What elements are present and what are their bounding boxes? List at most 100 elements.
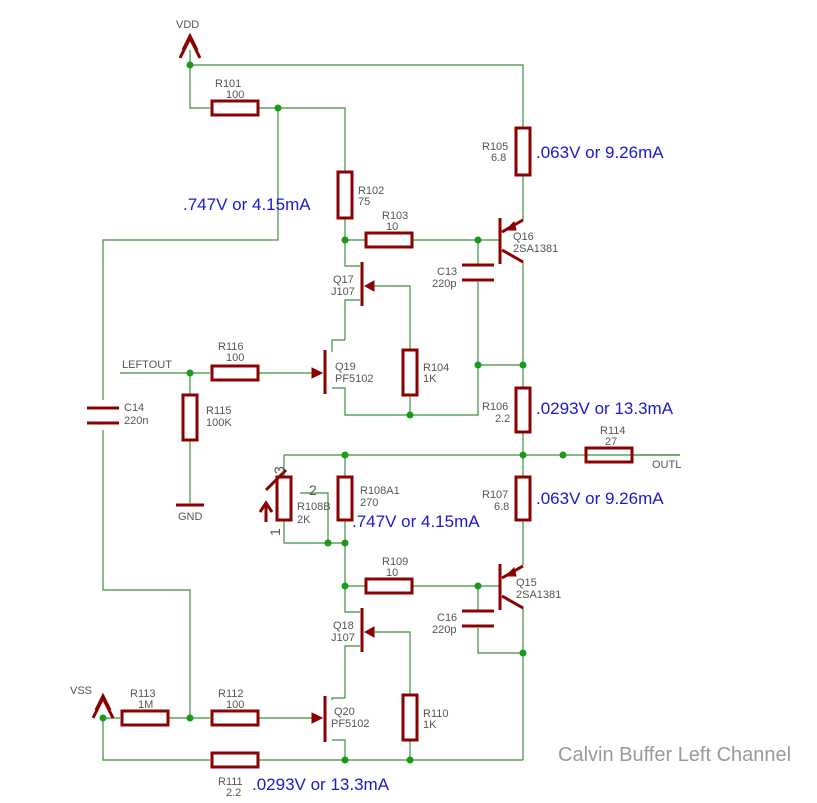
svg-text:220n: 220n — [124, 415, 148, 427]
svg-text:6.8: 6.8 — [491, 152, 506, 164]
transistor-q20: Q20 PF5102 — [311, 696, 370, 742]
svg-text:220p: 220p — [432, 278, 456, 290]
svg-text:PF5102: PF5102 — [335, 373, 374, 385]
svg-text:R114: R114 — [600, 425, 625, 437]
resistor-r112: R112 100 — [210, 688, 260, 727]
resistor-r106: R106 2.2 — [482, 386, 532, 434]
svg-text:100: 100 — [226, 352, 244, 364]
svg-text:R108B: R108B — [297, 501, 331, 513]
svg-text:1M: 1M — [138, 699, 153, 711]
svg-text:C16: C16 — [437, 612, 457, 624]
resistor-r110: R110 1K — [401, 693, 448, 742]
svg-text:Q20: Q20 — [334, 706, 355, 718]
svg-text:2K: 2K — [297, 514, 311, 526]
gnd-symbol: GND — [176, 503, 204, 523]
svg-text:R103: R103 — [382, 210, 408, 222]
svg-text:R107: R107 — [482, 489, 508, 501]
svg-text:2SA1381: 2SA1381 — [513, 243, 558, 255]
svg-text:R116: R116 — [218, 341, 243, 353]
resistor-r113: R113 1M — [120, 688, 170, 727]
junction-dots — [99, 61, 567, 764]
resistor-r108a1: R108A1 270 — [336, 475, 400, 522]
svg-text:10: 10 — [386, 567, 398, 579]
resistor-r104: R104 1K — [401, 348, 449, 397]
svg-text:J107: J107 — [331, 286, 355, 298]
svg-text:J107: J107 — [331, 632, 355, 644]
svg-text:100K: 100K — [206, 417, 232, 429]
svg-text:Q17: Q17 — [333, 274, 354, 286]
svg-text:C14: C14 — [124, 402, 144, 414]
svg-text:R102: R102 — [358, 185, 384, 197]
capacitor-c16: C16 220p — [432, 609, 494, 636]
vss-symbol: VSS — [70, 685, 115, 719]
svg-text:R106: R106 — [482, 401, 508, 413]
annotation-r108: .747V or 4.15mA — [352, 512, 480, 531]
capacitor-c14: C14 220n — [87, 402, 148, 427]
svg-text:R108A1: R108A1 — [360, 485, 400, 497]
svg-text:100: 100 — [226, 89, 244, 101]
svg-text:75: 75 — [358, 196, 370, 208]
svg-text:Q16: Q16 — [513, 231, 534, 243]
net-label-outl: OUTL — [652, 459, 681, 471]
svg-text:2SA1381: 2SA1381 — [516, 589, 561, 601]
schematic-title: Calvin Buffer Left Channel — [558, 744, 791, 766]
svg-text:R105: R105 — [482, 141, 508, 153]
svg-text:270: 270 — [360, 497, 378, 509]
svg-text:R111: R111 — [218, 776, 243, 788]
transistor-q16: Q16 2SA1381 — [498, 218, 558, 264]
svg-text:Q15: Q15 — [516, 577, 537, 589]
svg-text:R104: R104 — [423, 362, 449, 374]
gnd-label: GND — [178, 511, 203, 523]
svg-text:27: 27 — [605, 436, 617, 448]
trimmer-r108b: R108B 2K 3 2 1 — [258, 466, 331, 536]
svg-text:R115: R115 — [206, 405, 231, 417]
trimmer-pin-3: 3 — [271, 466, 287, 474]
transistor-q17: Q17 J107 — [331, 262, 375, 306]
transistor-q15: Q15 2SA1381 — [498, 564, 561, 610]
resistor-r102: R102 75 — [336, 170, 384, 220]
resistor-r107: R107 6.8 — [482, 475, 532, 522]
annotation-r107: .063V or 9.26mA — [536, 489, 664, 508]
svg-text:2.2: 2.2 — [226, 787, 241, 799]
annotation-r111: .0293V or 13.3mA — [252, 775, 390, 794]
resistor-r105: R105 6.8 — [482, 126, 532, 177]
capacitor-c13: C13 220p — [432, 263, 494, 290]
vss-label: VSS — [70, 685, 92, 697]
svg-text:R101: R101 — [215, 78, 241, 90]
resistor-r111: R111 2.2 — [210, 751, 260, 799]
svg-text:Q18: Q18 — [333, 620, 354, 632]
svg-text:2.2: 2.2 — [495, 413, 510, 425]
svg-text:220p: 220p — [432, 624, 456, 636]
trimmer-pin-1: 1 — [267, 528, 283, 536]
vdd-symbol: VDD — [176, 19, 202, 59]
svg-text:R109: R109 — [382, 556, 408, 568]
svg-text:Q19: Q19 — [335, 361, 356, 373]
net-label-leftout: LEFTOUT — [122, 359, 172, 371]
trimmer-pin-2: 2 — [309, 482, 317, 498]
svg-text:R110: R110 — [423, 708, 448, 720]
annotation-r105: .063V or 9.26mA — [536, 143, 664, 162]
svg-text:6.8: 6.8 — [494, 501, 509, 513]
svg-text:100: 100 — [226, 699, 244, 711]
svg-text:PF5102: PF5102 — [331, 718, 370, 730]
wires — [102, 50, 680, 761]
svg-text:1K: 1K — [423, 373, 437, 385]
transistor-q19: Q19 PF5102 — [311, 350, 374, 394]
resistor-r115: R115 100K — [181, 393, 232, 442]
resistor-r114: R114 27 — [584, 425, 634, 464]
svg-text:R112: R112 — [218, 688, 243, 700]
annotation-r106: .0293V or 13.3mA — [536, 399, 674, 418]
transistor-q18: Q18 J107 — [331, 608, 375, 652]
vdd-label: VDD — [176, 19, 199, 31]
resistor-r116: R116 100 — [210, 341, 260, 382]
svg-text:R113: R113 — [130, 688, 155, 700]
resistor-r109: R109 10 — [364, 556, 414, 595]
svg-text:1K: 1K — [423, 719, 437, 731]
annotation-r102: .747V or 4.15mA — [183, 195, 311, 214]
resistor-r101: R101 100 — [210, 78, 260, 117]
resistor-r103: R103 10 — [364, 210, 414, 249]
svg-text:10: 10 — [386, 221, 398, 233]
svg-text:C13: C13 — [437, 266, 457, 278]
